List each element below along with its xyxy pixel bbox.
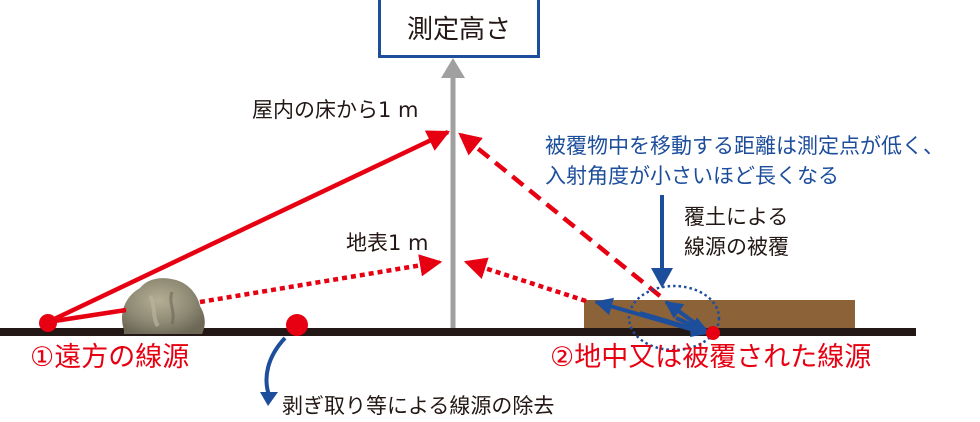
ground-height-label: 地表1 m bbox=[346, 231, 429, 255]
soil-cover-label-line2: 線源の被覆 bbox=[684, 235, 789, 259]
rock-icon bbox=[121, 278, 205, 334]
buried-source-rays bbox=[458, 132, 662, 304]
buried-source-label: ②地中又は被覆された線源 bbox=[550, 342, 872, 373]
measurement-height-title: 測定高さ bbox=[406, 15, 511, 45]
ground-line bbox=[0, 328, 916, 336]
shielding-path-arrows bbox=[594, 284, 721, 352]
focus-circle bbox=[627, 284, 721, 352]
shielding-note-line2: 入射角度が小さいほど長くなる bbox=[545, 164, 839, 188]
removal-label: 剥ぎ取り等による線源の除去 bbox=[282, 394, 555, 418]
curved-arrow-icon bbox=[260, 392, 278, 406]
removal-arrow bbox=[260, 336, 287, 406]
down-arrow-icon bbox=[651, 268, 673, 288]
shielding-note-line1: 被覆物中を移動する距離は測定点が低く、 bbox=[545, 134, 944, 158]
distant-source-dot bbox=[39, 314, 57, 332]
soil-cover-pointer bbox=[651, 195, 673, 288]
soil-cover-label-line1: 覆土による bbox=[684, 205, 789, 229]
distant-source-rays bbox=[47, 129, 451, 325]
removed-source-dot bbox=[286, 314, 308, 336]
distant-source-label: ①遠方の線源 bbox=[30, 342, 190, 373]
soil-cover bbox=[584, 300, 855, 330]
vertical-axis bbox=[441, 58, 465, 330]
measurement-height-box: 測定高さ bbox=[378, 0, 540, 58]
buried-source-dot bbox=[706, 326, 720, 340]
indoor-height-label: 屋内の床から1 m bbox=[252, 98, 419, 122]
up-arrow-icon bbox=[441, 58, 465, 78]
